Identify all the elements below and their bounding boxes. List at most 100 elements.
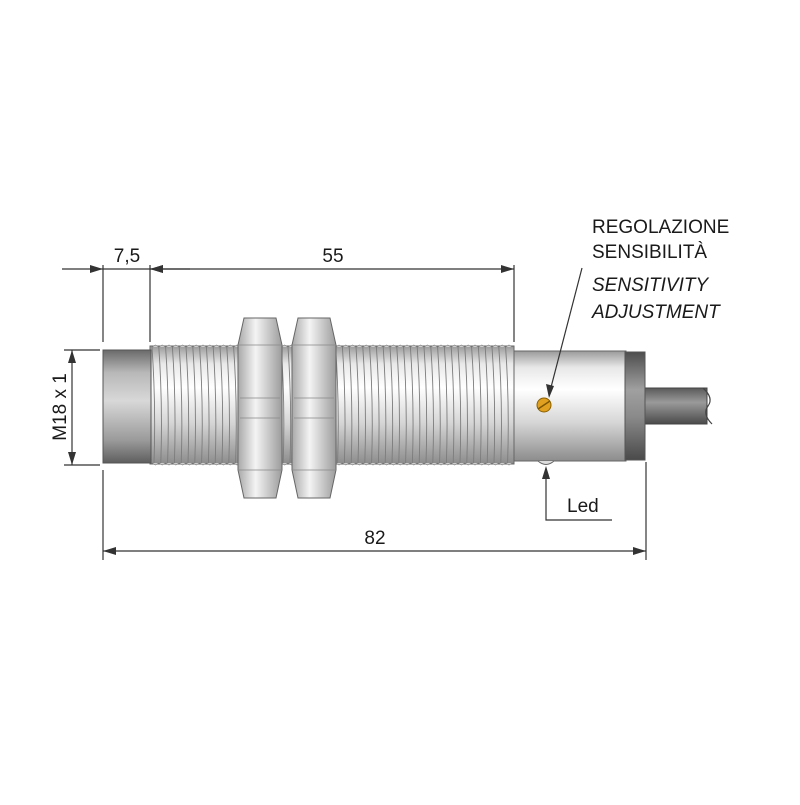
thread-crest xyxy=(369,344,377,348)
thread-crest xyxy=(179,344,187,348)
thread-crest xyxy=(362,344,370,348)
led-label: Led xyxy=(567,496,599,517)
thread-crest xyxy=(362,462,370,466)
sensor-body xyxy=(102,317,713,499)
lock-nut-1 xyxy=(237,317,283,499)
thread-line xyxy=(498,346,502,464)
thread-line xyxy=(165,346,169,464)
thread-crest xyxy=(444,462,452,466)
sensitivity-it-line1: REGOLAZIONE xyxy=(592,217,729,238)
thread-crest xyxy=(349,462,357,466)
thread-line xyxy=(178,346,183,464)
thread-line xyxy=(287,346,292,464)
dimension-thread-length: 55 xyxy=(150,246,515,342)
thread-crest xyxy=(403,462,411,466)
thread-crest xyxy=(485,462,493,466)
thread-crest xyxy=(192,344,200,348)
thread-crest xyxy=(376,344,384,348)
thread-line xyxy=(233,346,237,464)
thread-crest xyxy=(206,462,214,466)
thread-line xyxy=(199,346,203,464)
thread-line xyxy=(382,346,387,464)
thread-crest xyxy=(383,344,391,348)
thread-spec-label: M18 x 1 xyxy=(50,373,71,441)
thread-line xyxy=(151,346,156,464)
thread-crest xyxy=(485,344,493,348)
thread-line xyxy=(375,346,380,464)
thread-crest xyxy=(219,462,227,466)
thread-crest xyxy=(491,344,499,348)
thread-crest xyxy=(151,344,159,348)
thread-crest xyxy=(199,344,207,348)
thread-crest xyxy=(417,344,425,348)
thread-crest xyxy=(498,462,506,466)
sensitivity-en-line1: SENSITIVITY xyxy=(592,275,709,296)
thread-crest xyxy=(410,462,418,466)
thread-line xyxy=(450,346,455,464)
thread-crest xyxy=(226,462,234,466)
thread-crest xyxy=(437,344,445,348)
thread-line xyxy=(348,346,353,464)
thread-crest xyxy=(172,462,180,466)
rear-housing xyxy=(513,350,627,462)
thread-crest xyxy=(158,462,166,466)
thread-crest xyxy=(355,462,363,466)
thread-line xyxy=(205,346,210,464)
thread-crest xyxy=(206,344,214,348)
thread-crest xyxy=(478,344,486,348)
thread-line xyxy=(430,346,434,464)
thread-crest xyxy=(185,462,193,466)
thread-crest xyxy=(396,462,404,466)
thread-line xyxy=(389,346,394,464)
thread-crest xyxy=(342,344,350,348)
thread-crest xyxy=(376,462,384,466)
thread-line xyxy=(409,346,414,464)
thread-crest xyxy=(498,344,506,348)
thread-line xyxy=(185,346,190,464)
thread-line xyxy=(341,346,346,464)
dimension-thread-spec: M18 x 1 xyxy=(50,349,100,466)
thread-crest xyxy=(179,462,187,466)
thread-line xyxy=(443,346,448,464)
thread-crest xyxy=(355,344,363,348)
dimension-total-length: 82 xyxy=(102,462,647,560)
led-callout: Led xyxy=(542,466,612,521)
face-length-label: 7,5 xyxy=(114,246,140,267)
thread-crest xyxy=(226,344,234,348)
thread-crest xyxy=(430,344,438,348)
thread-crest xyxy=(464,462,472,466)
thread-crest xyxy=(451,462,459,466)
thread-line xyxy=(471,346,475,464)
thread-crest xyxy=(505,344,513,348)
thread-line xyxy=(362,346,366,464)
thread-crest xyxy=(478,462,486,466)
thread-line xyxy=(355,346,360,464)
thread-line xyxy=(226,346,230,464)
thread-line xyxy=(477,346,482,464)
thread-line xyxy=(192,346,196,464)
thread-crest xyxy=(423,462,431,466)
thread-crest xyxy=(410,344,418,348)
thread-line xyxy=(457,346,462,464)
thread-crest xyxy=(389,344,397,348)
thread-length-label: 55 xyxy=(322,246,343,267)
thread-crest xyxy=(396,344,404,348)
thread-line xyxy=(416,346,421,464)
thread-crest xyxy=(403,344,411,348)
thread-line xyxy=(171,346,176,464)
thread-line xyxy=(464,346,468,464)
thread-crest xyxy=(389,462,397,466)
thread-crest xyxy=(192,462,200,466)
thread-crest xyxy=(471,462,479,466)
thread-crest xyxy=(349,344,357,348)
thread-crest xyxy=(383,462,391,466)
thread-crest xyxy=(165,344,173,348)
thread-crest xyxy=(437,462,445,466)
thread-line xyxy=(212,346,217,464)
thread-crest xyxy=(444,344,452,348)
thread-crest xyxy=(423,344,431,348)
thread-crest xyxy=(417,462,425,466)
thread-crest xyxy=(158,344,166,348)
